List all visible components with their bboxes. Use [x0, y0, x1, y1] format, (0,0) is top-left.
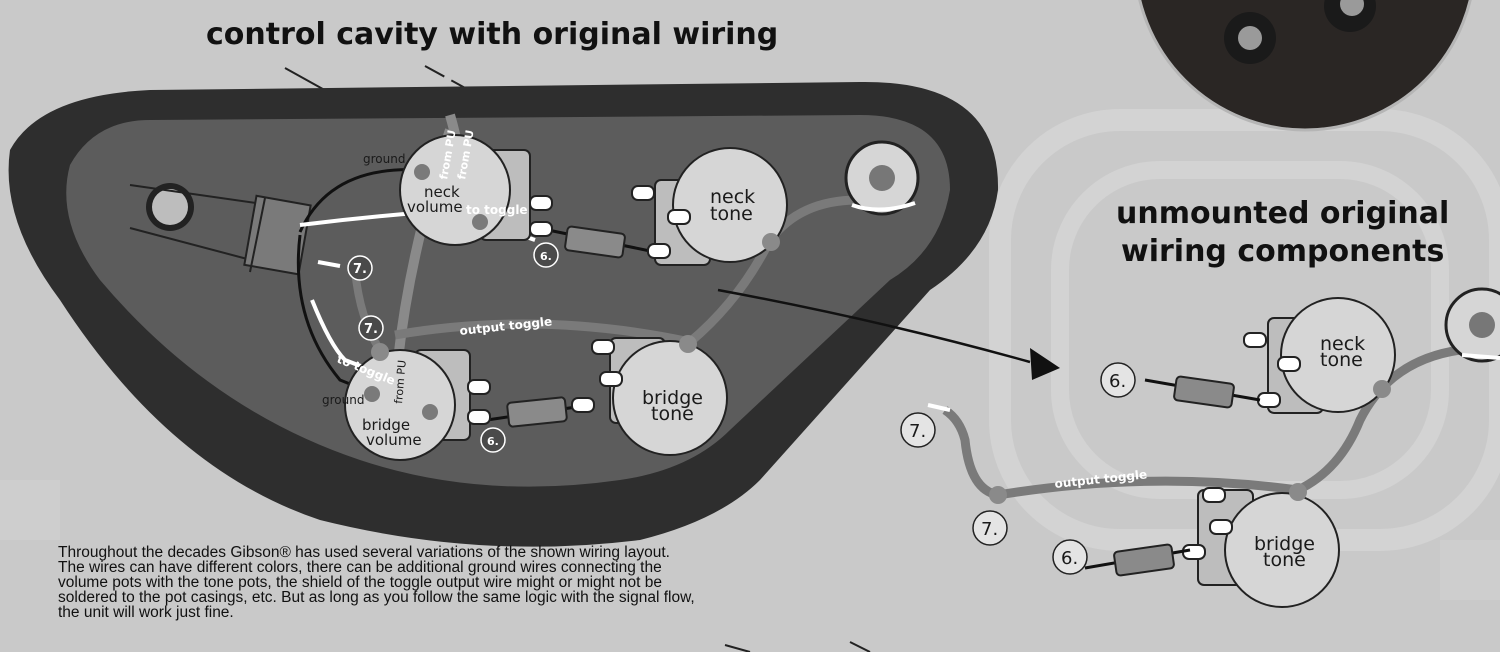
- junction-dot: [1289, 483, 1307, 501]
- svg-text:7.: 7.: [909, 421, 926, 442]
- unmounted-components: neck tone bridge tone output toggle 6. 6…: [900, 287, 1500, 608]
- marker-7-a: 7.: [347, 255, 373, 281]
- svg-text:6.: 6.: [487, 435, 499, 448]
- unmounted-bridge-tone-pot: [1182, 487, 1340, 608]
- capacitor-bridge: [506, 396, 568, 428]
- control-cavity: neck volume neck tone bridge volume brid…: [8, 81, 999, 547]
- svg-text:7.: 7.: [981, 519, 998, 540]
- svg-text:7.: 7.: [364, 322, 378, 337]
- unmounted-title-line1: unmounted original: [1116, 196, 1449, 231]
- marker-6-a: 6.: [533, 242, 559, 268]
- to-toggle-label-1: to toggle: [466, 203, 528, 217]
- junction-dot: [989, 486, 1007, 504]
- cavity-title: control cavity with original wiring: [206, 17, 778, 52]
- neck-tone-label-2: tone: [710, 203, 753, 225]
- junction-dot: [1373, 380, 1391, 398]
- unmounted-marker-6-b: 6.: [1052, 539, 1088, 575]
- toggle-switch: [844, 140, 920, 216]
- junction-dot: [679, 335, 697, 353]
- marker-6-b: 6.: [480, 427, 506, 453]
- neck-tone-label-1: neck: [710, 186, 755, 208]
- guitar-knob-photo: [1138, 0, 1472, 132]
- bridge-tone-label-1: bridge: [642, 387, 703, 409]
- bridge-volume-label-2: volume: [366, 431, 422, 449]
- svg-text:6.: 6.: [1109, 371, 1126, 392]
- capacitor-bridge-unmounted: [1113, 543, 1175, 577]
- unmounted-marker-6-a: 6.: [1100, 362, 1136, 398]
- marker-7-b: 7.: [358, 315, 384, 341]
- bridge-volume-pot: [344, 349, 491, 461]
- neck-volume-label-2: volume: [407, 198, 463, 216]
- from-pu-label-3: from PU: [392, 360, 409, 405]
- capacitor-neck-unmounted: [1173, 375, 1235, 409]
- neck-volume-label-1: neck: [424, 183, 460, 201]
- capacitor-neck: [564, 225, 626, 259]
- wire-output-toggle: [394, 195, 859, 347]
- bridge-tone-pot: [571, 337, 728, 456]
- unmounted-marker-7-a: 7.: [900, 412, 936, 448]
- junction-dot: [762, 233, 780, 251]
- junction-dot: [371, 343, 389, 361]
- svg-text:6.: 6.: [540, 250, 552, 263]
- svg-text:7.: 7.: [353, 262, 367, 277]
- svg-text:6.: 6.: [1061, 548, 1078, 569]
- bridge-volume-label-1: bridge: [362, 416, 410, 434]
- unmounted-neck-tone-label-2: tone: [1320, 349, 1363, 371]
- wire-white-stub: [317, 260, 341, 268]
- ground-label-bottom: ground: [322, 393, 364, 407]
- description-paragraph: Throughout the decades Gibson® has used …: [58, 544, 695, 621]
- unmounted-bridge-tone-label-1: bridge: [1254, 533, 1315, 555]
- unmounted-marker-7-b: 7.: [972, 510, 1008, 546]
- unmounted-title-line2: wiring components: [1121, 234, 1444, 269]
- bridge-tone-label-2: tone: [651, 403, 694, 425]
- ground-label-top: ground: [363, 152, 405, 166]
- neck-tone-pot: [631, 147, 788, 266]
- unmounted-toggle-switch: [1444, 287, 1500, 363]
- unmounted-neck-tone-label-1: neck: [1320, 333, 1365, 355]
- unmounted-bridge-tone-label-2: tone: [1263, 549, 1306, 571]
- arrow-to-unmounted: [717, 288, 1060, 380]
- wire-black-neck: [298, 168, 421, 233]
- wire-white-unmounted: [927, 403, 951, 412]
- wire-black-bridge: [296, 234, 371, 394]
- neck-volume-pot: [399, 134, 553, 246]
- unmounted-neck-tone-pot: [1243, 297, 1396, 414]
- output-jack: [129, 183, 312, 276]
